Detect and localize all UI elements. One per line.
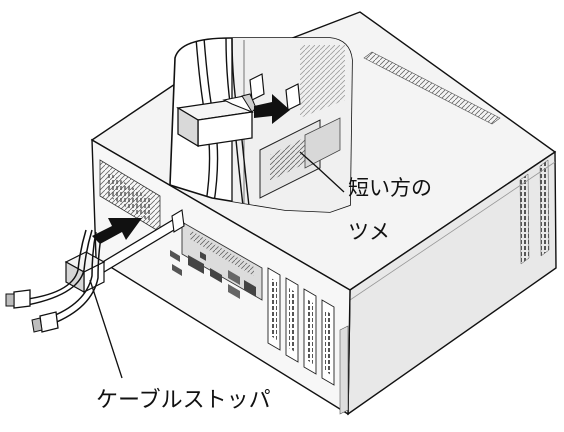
cable-1: [19, 229, 87, 301]
cable-2: [47, 231, 97, 319]
callout-detail: [169, 37, 353, 213]
short-tab-label-line1: 短い方の: [348, 176, 432, 200]
short-tab-leader-line: [299, 151, 345, 193]
cable-stopper-leader-line: [89, 279, 123, 379]
cable-stopper-clip-magnified: [176, 93, 257, 148]
cable-plug-2: [39, 311, 59, 333]
expansion-slots: [267, 267, 335, 386]
cable-stopper-label: ケーブルストッパ: [96, 388, 271, 413]
insert-arrow-magnified: [254, 94, 290, 124]
insert-arrow: [92, 218, 142, 244]
top-vent: [363, 51, 501, 125]
cable-stopper-assembly: [5, 209, 186, 379]
cable-plug-1: [13, 289, 31, 309]
short-tab-label-line2: ツメ: [348, 220, 390, 244]
